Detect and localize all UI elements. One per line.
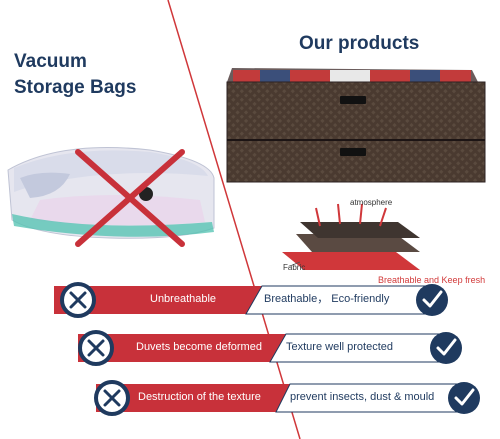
good-point-label: Texture well protected bbox=[286, 341, 393, 353]
diagram-caption: Breathable and Keep fresh bbox=[378, 275, 486, 285]
bad-point-label: Unbreathable bbox=[150, 293, 217, 305]
check-icon bbox=[436, 338, 457, 356]
cross-icon bbox=[87, 339, 105, 357]
bad-point-label: Duvets become deformed bbox=[136, 341, 262, 353]
vacuum-bag-image bbox=[7, 147, 215, 239]
comparison-row bbox=[54, 282, 448, 318]
red-x-mark bbox=[75, 149, 185, 247]
storage-bag-product-image bbox=[226, 68, 486, 183]
diagonal-divider bbox=[167, 0, 301, 439]
good-point-label: prevent insects, dust & mould bbox=[290, 391, 435, 403]
good-point-label: Breathable， Eco-friendly bbox=[264, 293, 390, 305]
diagram-side-label: Fabric bbox=[283, 263, 306, 272]
right-title: Our products bbox=[299, 33, 420, 54]
bad-point-label: Destruction of the texture bbox=[138, 391, 261, 403]
left-title-line2: Storage Bags bbox=[14, 77, 137, 98]
breathable-diagram bbox=[282, 203, 420, 270]
comparison-row bbox=[94, 380, 480, 416]
check-icon bbox=[454, 388, 475, 406]
comparison-bars bbox=[54, 282, 480, 416]
check-icon bbox=[422, 290, 443, 308]
comparison-row bbox=[78, 330, 462, 366]
left-title-line1: Vacuum bbox=[14, 51, 87, 72]
cross-icon bbox=[103, 389, 121, 407]
cross-icon bbox=[69, 291, 87, 309]
diagram-top-label: atmosphere bbox=[350, 198, 393, 207]
